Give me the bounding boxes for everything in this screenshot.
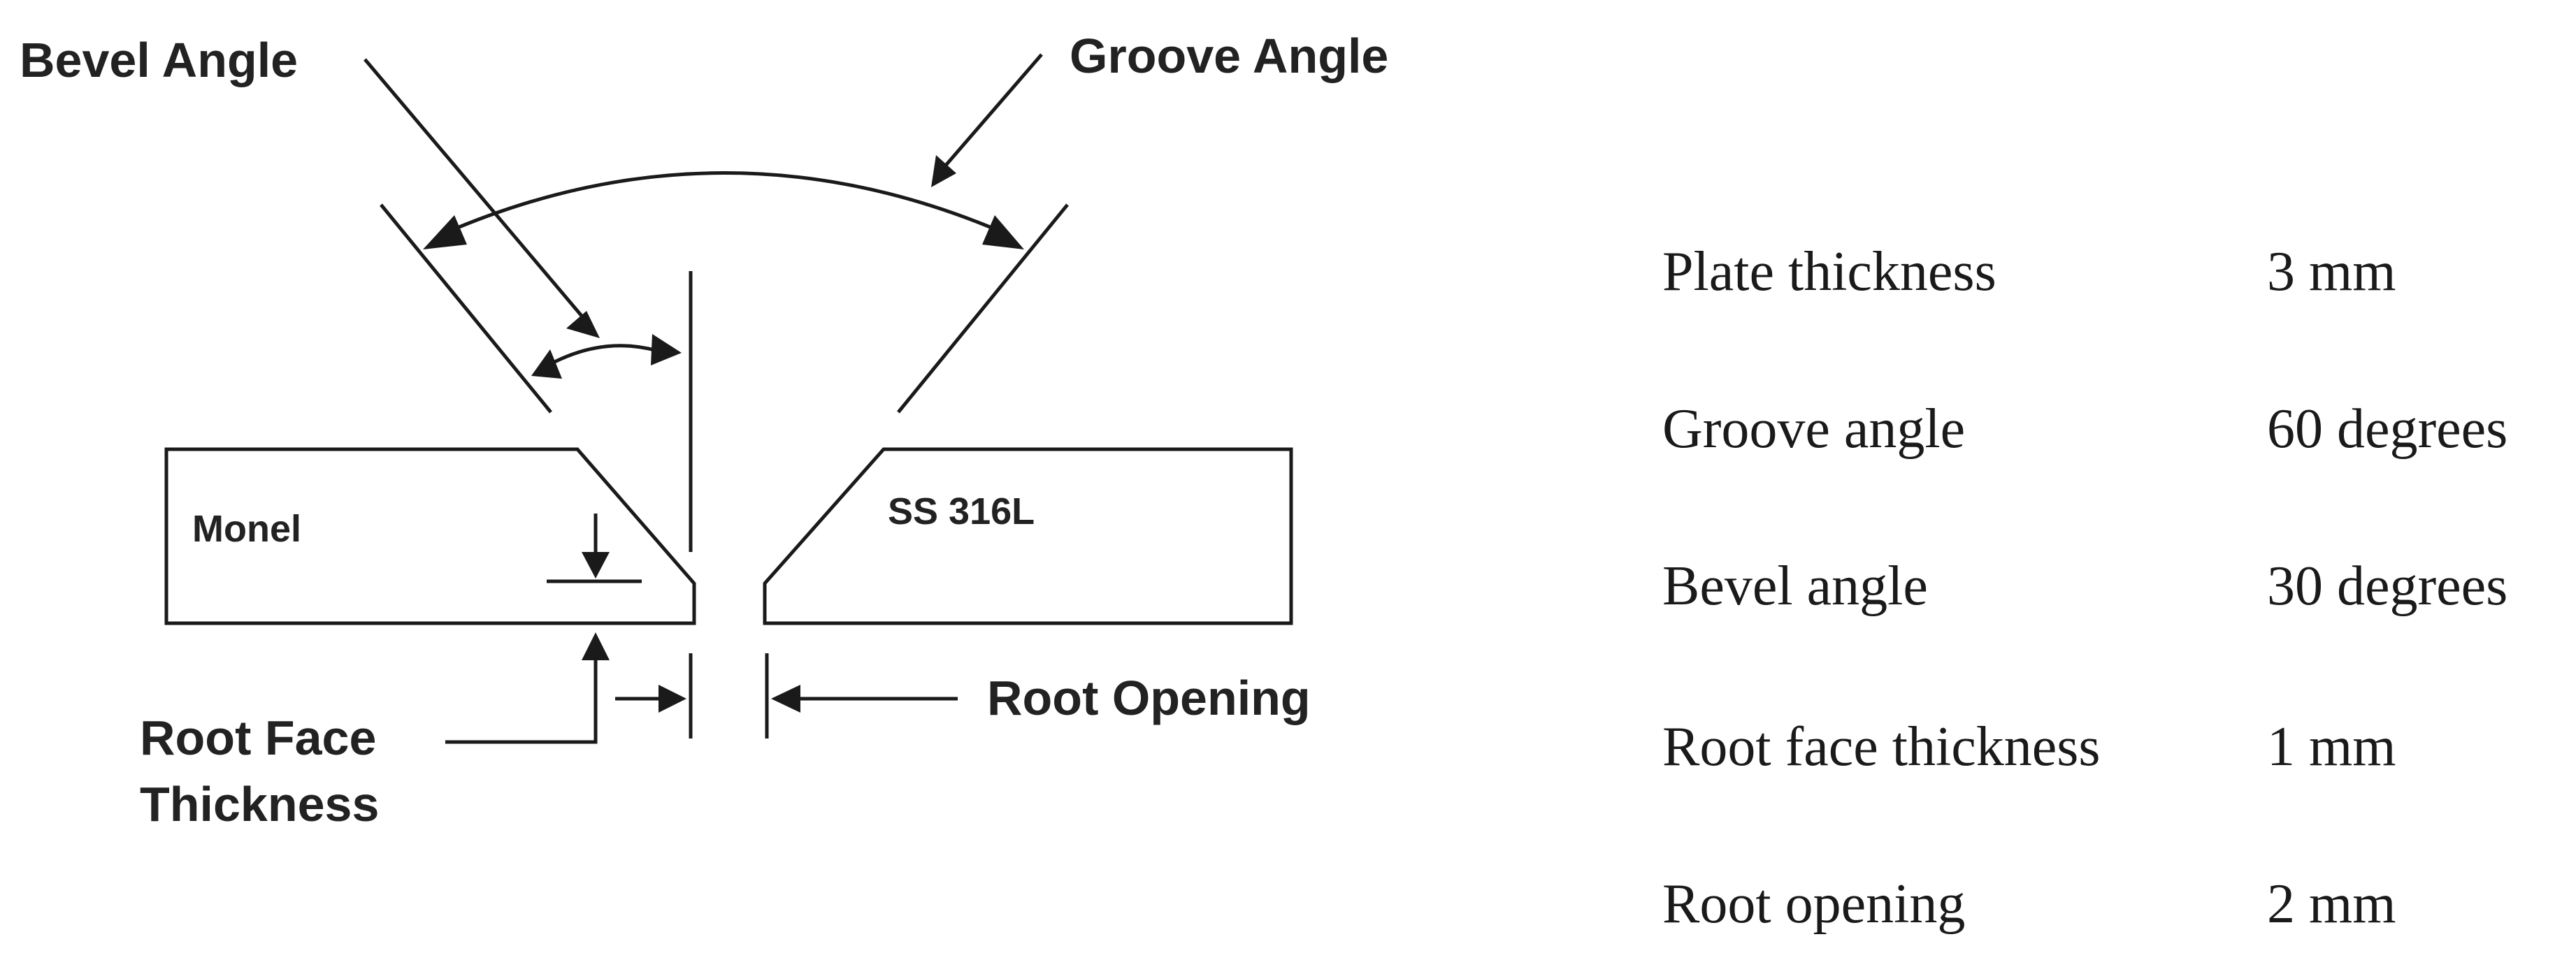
left-bevel-extension-line <box>380 203 552 414</box>
left-material-label: Monel <box>192 508 301 550</box>
bevel-arc-arrowhead-left <box>531 349 562 379</box>
bevel-leader-arrowhead <box>566 311 600 338</box>
right-plate-ss316l <box>763 447 1293 625</box>
param-value-root-face-thickness: 1 mm <box>2267 716 2396 778</box>
left-plate-monel <box>164 447 696 625</box>
root-opening-right-arrowhead <box>771 685 800 713</box>
groove-angle-leader <box>942 53 1043 169</box>
param-value-groove-angle: 60 degrees <box>2267 398 2507 460</box>
param-value-root-opening: 2 mm <box>2267 873 2396 935</box>
param-name-root-face-thickness: Root face thickness <box>1662 716 2100 778</box>
param-name-plate-thickness: Plate thickness <box>1662 241 1996 303</box>
root-face-label-line1: Root Face <box>140 711 376 765</box>
bevel-angle-arc <box>544 344 658 369</box>
root-face-leader-arrowhead-up <box>582 632 610 660</box>
root-face-arrowhead-down <box>582 552 610 579</box>
param-value-plate-thickness: 3 mm <box>2267 241 2396 303</box>
root-opening-left-arrowhead <box>659 685 686 713</box>
right-bevel-extension-line <box>897 203 1069 414</box>
groove-leader-arrowhead <box>931 155 956 187</box>
bevel-arc-arrowhead-right <box>651 334 682 365</box>
groove-arc-arrowhead-left <box>423 215 467 249</box>
groove-angle-label: Groove Angle <box>1070 29 1388 83</box>
groove-angle-arc <box>442 171 1007 236</box>
groove-arc-arrowhead-right <box>982 215 1024 249</box>
param-name-root-opening: Root opening <box>1662 873 1965 935</box>
bevel-angle-label: Bevel Angle <box>20 33 298 87</box>
root-face-label-line2: Thickness <box>140 777 379 831</box>
bevel-angle-leader <box>364 58 583 317</box>
root-face-leader <box>445 657 598 744</box>
param-name-groove-angle: Groove angle <box>1662 398 1965 460</box>
param-value-bevel-angle: 30 degrees <box>2267 555 2507 617</box>
param-name-bevel-angle: Bevel angle <box>1662 555 1928 617</box>
parameter-table: Plate thickness 3 mm Groove angle 60 deg… <box>1662 241 2507 935</box>
root-opening-label: Root Opening <box>987 671 1311 725</box>
right-material-label: SS 316L <box>888 490 1035 532</box>
